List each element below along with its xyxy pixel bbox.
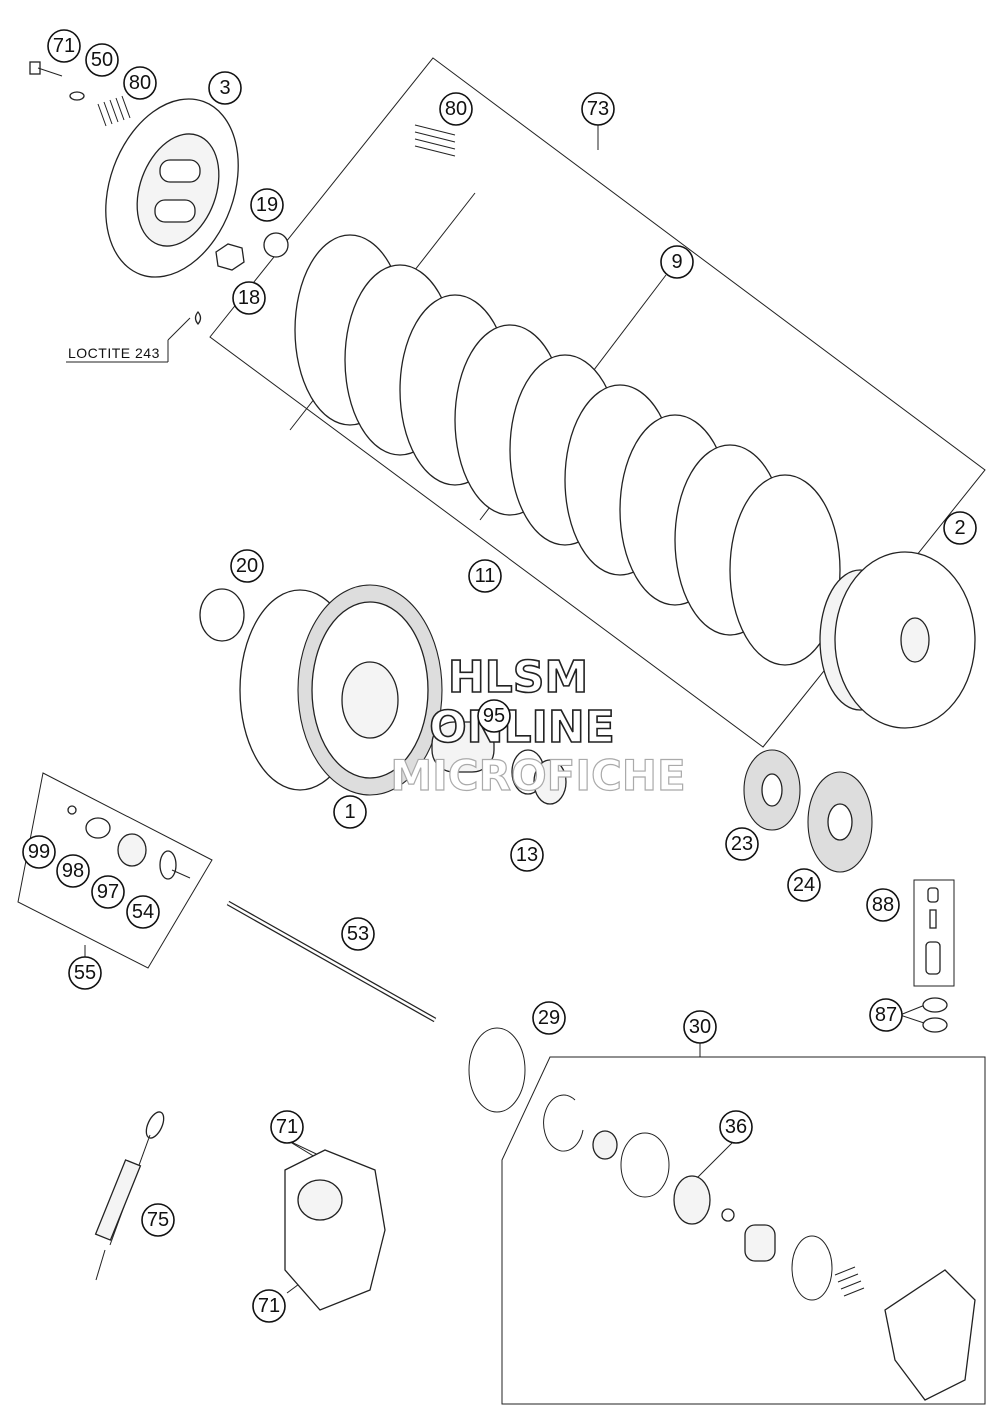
svg-text:30: 30 — [689, 1016, 711, 1038]
svg-text:ONLINE: ONLINE — [429, 702, 615, 753]
bushing-part — [511, 749, 567, 805]
svg-text:1: 1 — [344, 801, 355, 823]
loctite-note: LOCTITE 243 — [68, 345, 160, 361]
callout-11: 11 — [468, 559, 502, 593]
lock-washer-part — [263, 232, 289, 258]
spring-small-part — [97, 95, 131, 127]
svg-text:95: 95 — [483, 705, 505, 727]
needle-bearing-part — [431, 721, 495, 773]
clutch-plates-part — [294, 234, 841, 666]
svg-text:54: 54 — [132, 901, 154, 923]
svg-text:2: 2 — [954, 517, 965, 539]
callout-53: 53 — [341, 917, 375, 951]
callout-97: 97 — [91, 875, 125, 909]
bolt-part — [29, 61, 63, 77]
callout-30: 30 — [683, 1010, 717, 1044]
svg-text:53: 53 — [347, 923, 369, 945]
spring-part — [414, 124, 456, 157]
primary-gear-part — [743, 749, 801, 831]
washer-part — [69, 91, 85, 101]
svg-text:13: 13 — [516, 844, 538, 866]
svg-text:19: 19 — [256, 194, 278, 216]
bleed-syringe-part — [94, 1111, 165, 1281]
callout-71-cover-lower: 71 — [252, 1289, 286, 1323]
release-kit-frame — [17, 772, 213, 969]
callout-98: 98 — [56, 854, 90, 888]
o-ring-part — [468, 1027, 526, 1113]
callout-19: 19 — [250, 188, 284, 222]
callout-95: 95 — [477, 699, 511, 733]
svg-text:18: 18 — [238, 287, 260, 309]
callout-9: 9 — [660, 245, 694, 279]
svg-text:99: 99 — [28, 841, 50, 863]
callout-24: 24 — [787, 868, 821, 902]
svg-text:71: 71 — [53, 35, 75, 57]
callout-2: 2 — [943, 511, 977, 545]
callout-29: 29 — [532, 1001, 566, 1035]
pressure-cap-part — [105, 98, 239, 278]
callout-73: 73 — [581, 92, 615, 126]
thrust-washer-part — [199, 588, 245, 642]
svg-text:55: 55 — [74, 962, 96, 984]
callout-75: 75 — [141, 1203, 175, 1237]
svg-text:87: 87 — [875, 1004, 897, 1026]
clutch-basket-part — [239, 584, 443, 796]
push-rod-part — [226, 900, 437, 1023]
callout-71-cover-upper: 71 — [270, 1110, 304, 1144]
callout-1: 1 — [333, 795, 367, 829]
svg-text:HLSM: HLSM — [448, 652, 588, 703]
callout-36: 36 — [719, 1110, 753, 1144]
svg-text:50: 50 — [91, 49, 113, 71]
svg-text:97: 97 — [97, 881, 119, 903]
callout-87: 87 — [869, 998, 903, 1032]
svg-text:9: 9 — [671, 251, 682, 273]
callout-88: 88 — [866, 888, 900, 922]
callout-20: 20 — [230, 549, 264, 583]
svg-text:71: 71 — [276, 1116, 298, 1138]
svg-text:88: 88 — [872, 894, 894, 916]
slave-cylinder-kit-frame — [501, 1056, 986, 1405]
callout-54: 54 — [126, 895, 160, 929]
callout-3: 3 — [208, 71, 242, 105]
callout-71-top: 71 — [47, 29, 81, 63]
loctite-drop-icon — [194, 310, 202, 326]
svg-text:98: 98 — [62, 860, 84, 882]
svg-text:MICROFICHE: MICROFICHE — [390, 751, 685, 800]
seal-ring-part — [922, 997, 948, 1033]
svg-text:11: 11 — [475, 565, 496, 587]
nut-part — [215, 243, 245, 271]
svg-text:73: 73 — [587, 98, 609, 120]
svg-text:24: 24 — [793, 874, 815, 896]
svg-text:3: 3 — [219, 77, 230, 99]
svg-text:36: 36 — [725, 1116, 747, 1138]
svg-text:80: 80 — [129, 72, 151, 94]
callout-80-left: 80 — [123, 66, 157, 100]
callout-13: 13 — [510, 838, 544, 872]
inner-hub-part — [819, 551, 976, 729]
svg-text:80: 80 — [445, 98, 467, 120]
callout-55: 55 — [68, 956, 102, 990]
svg-text:20: 20 — [236, 555, 258, 577]
kickstart-gear-part — [807, 771, 873, 873]
clutch-slave-cover-part — [284, 1149, 386, 1311]
fitting-kit-frame — [913, 879, 955, 987]
watermark: HLSM ONLINE MICROFICHE — [390, 651, 686, 800]
callout-23: 23 — [725, 827, 759, 861]
release-kit-parts — [67, 805, 191, 880]
svg-text:23: 23 — [731, 833, 753, 855]
slave-cylinder-parts — [543, 1094, 976, 1401]
svg-text:71: 71 — [258, 1295, 280, 1317]
callout-99: 99 — [22, 835, 56, 869]
svg-text:29: 29 — [538, 1007, 560, 1029]
svg-text:75: 75 — [147, 1209, 169, 1231]
callout-80-right: 80 — [439, 92, 473, 126]
callout-50: 50 — [85, 43, 119, 77]
callout-18: 18 — [232, 281, 266, 315]
bleeder-fitting-part — [925, 887, 941, 975]
